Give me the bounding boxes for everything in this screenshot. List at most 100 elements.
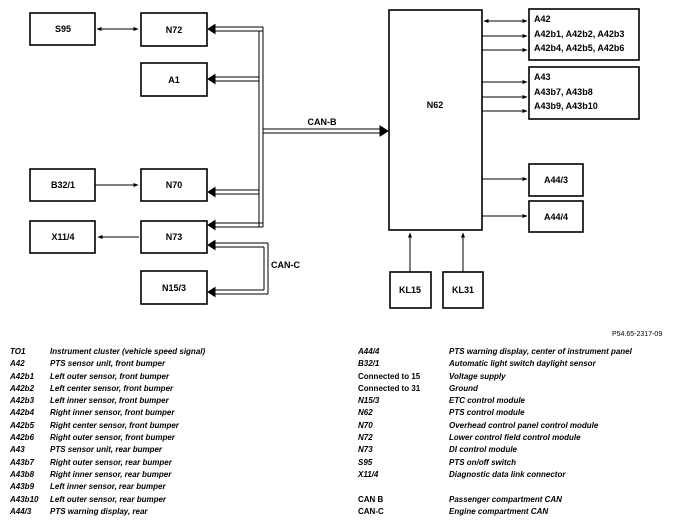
legend-description: Right inner sensor, front bumper bbox=[50, 408, 175, 418]
legend-description: Right inner sensor, rear bumper bbox=[50, 469, 172, 479]
legend-code: A42b4 bbox=[10, 408, 35, 418]
svg-text:A44/3: A44/3 bbox=[544, 175, 568, 185]
svg-text:S95: S95 bbox=[55, 24, 71, 34]
legend-row: N73 DI control module bbox=[358, 444, 632, 456]
svg-text:A43: A43 bbox=[534, 72, 551, 82]
legend-code: A42b5 bbox=[10, 420, 35, 430]
svg-text:N62: N62 bbox=[427, 100, 444, 110]
legend-description: Passenger compartment CAN bbox=[449, 494, 562, 504]
can-b-bus bbox=[207, 23, 389, 231]
legend-code: A42b6 bbox=[10, 433, 35, 443]
legend-code: A42b1 bbox=[10, 371, 35, 381]
legend-code: A43b7 bbox=[10, 457, 35, 467]
wiring-diagram: S95 N72 A1 B32/1 N70 X11/4 N73 N15/3 N62… bbox=[29, 8, 640, 309]
box-a44-4: A44/4 bbox=[528, 200, 584, 233]
svg-text:A44/4: A44/4 bbox=[544, 212, 568, 222]
svg-text:N72: N72 bbox=[166, 25, 183, 35]
legend-description: PTS control module bbox=[449, 408, 525, 418]
legend-row: A42b5 Right center sensor, front bumper bbox=[10, 420, 205, 432]
legend-row: A42b4 Right inner sensor, front bumper bbox=[10, 407, 205, 419]
legend-description: PTS sensor unit, front bumper bbox=[50, 359, 166, 369]
legend-description: Left center sensor, front bumper bbox=[50, 383, 174, 393]
legend-row: A42b6 Right outer sensor, front bumper bbox=[10, 432, 205, 444]
legend-description: PTS warning display, center of instrumen… bbox=[449, 347, 632, 356]
legend-code: A42b2 bbox=[10, 383, 35, 393]
legend-description: PTS sensor unit, rear bumper bbox=[50, 445, 163, 455]
legend-code: A44/4 bbox=[358, 347, 380, 356]
legend-code: A43b10 bbox=[10, 494, 39, 504]
legend-row: B32/1 Automatic light switch daylight sen… bbox=[358, 358, 632, 370]
legend-row: A43b9 Left inner sensor, rear bumper bbox=[10, 481, 205, 493]
can-c-label: CAN-C bbox=[271, 260, 300, 270]
legend-description: Left outer sensor, front bumper bbox=[50, 371, 170, 381]
legend-description: Right outer sensor, rear bumper bbox=[50, 457, 172, 467]
svg-text:N15/3: N15/3 bbox=[162, 283, 186, 293]
box-x11-4: X11/4 bbox=[29, 220, 96, 254]
svg-text:A42b4, A42b5, A42b6: A42b4, A42b5, A42b6 bbox=[534, 43, 624, 53]
legend-description: Overhead control panel control module bbox=[449, 420, 599, 430]
legend-description: Left inner sensor, front bumper bbox=[50, 396, 169, 406]
svg-text:KL31: KL31 bbox=[452, 285, 474, 295]
svg-text:A43b9, A43b10: A43b9, A43b10 bbox=[534, 101, 598, 111]
legend-description: DI control module bbox=[449, 445, 517, 455]
legend-code: S95 bbox=[358, 457, 373, 467]
box-a43: A43 A43b7, A43b8 A43b9, A43b10 bbox=[528, 66, 640, 120]
legend-description: Lower control field control module bbox=[449, 433, 581, 443]
can-c-bus bbox=[207, 239, 269, 298]
svg-text:KL15: KL15 bbox=[399, 285, 421, 295]
legend-code: B32/1 bbox=[358, 359, 380, 369]
legend-code: A42 bbox=[10, 359, 25, 369]
legend-code: N72 bbox=[358, 433, 373, 443]
svg-text:A43b7, A43b8: A43b7, A43b8 bbox=[534, 87, 593, 97]
legend-row: A42 PTS sensor unit, front bumper bbox=[10, 358, 205, 370]
legend-row: N72 Lower control field control module bbox=[358, 432, 632, 444]
box-a42: A42 A42b1, A42b2, A42b3 A42b4, A42b5, A4… bbox=[528, 8, 640, 61]
figure-reference: P54.65-2317-09 bbox=[612, 331, 663, 338]
legend-description: Left outer sensor, rear bumper bbox=[50, 494, 167, 504]
box-s95: S95 bbox=[29, 12, 96, 46]
legend-description: Right outer sensor, front bumper bbox=[50, 433, 175, 443]
legend-row: A43b10 Left outer sensor, rear bumper bbox=[10, 494, 205, 506]
legend-row: A42b1 Left outer sensor, front bumper bbox=[10, 371, 205, 383]
legend-code: A43b8 bbox=[10, 469, 35, 479]
legend-code: N73 bbox=[358, 445, 373, 455]
legend-description: Right center sensor, front bumper bbox=[50, 420, 179, 430]
legend-code: Connected to 31 bbox=[358, 383, 421, 393]
legend-row: N70 Overhead control panel control module bbox=[358, 420, 632, 432]
legend-description: Left inner sensor, rear bumper bbox=[50, 482, 166, 492]
legend-row: A42b2 Left center sensor, front bumper bbox=[10, 383, 205, 395]
legend-description: Automatic light switch daylight sensor bbox=[449, 359, 596, 369]
legend-code: N70 bbox=[358, 420, 373, 430]
box-n62: N62 bbox=[388, 9, 483, 231]
box-b32-1: B32/1 bbox=[29, 168, 96, 202]
can-b-label: CAN-B bbox=[308, 117, 337, 127]
box-a44-3: A44/3 bbox=[528, 163, 584, 197]
box-n15-3: N15/3 bbox=[140, 270, 208, 305]
box-a1: A1 bbox=[140, 62, 208, 97]
box-kl15: KL15 bbox=[389, 271, 432, 309]
legend-description: ETC control module bbox=[449, 396, 525, 406]
legend-spacer bbox=[358, 481, 632, 493]
legend-description: Engine compartment CAN bbox=[449, 506, 549, 516]
legend-description: PTS warning display, rear bbox=[50, 506, 148, 516]
box-n72: N72 bbox=[140, 12, 208, 47]
legend-code: A43b9 bbox=[10, 482, 35, 492]
legend-code: TO1 bbox=[10, 347, 26, 356]
box-n73: N73 bbox=[140, 220, 208, 254]
svg-text:B32/1: B32/1 bbox=[51, 180, 75, 190]
svg-text:N73: N73 bbox=[166, 232, 183, 242]
legend-code: N62 bbox=[358, 408, 373, 418]
legend-description: Voltage supply bbox=[449, 371, 506, 381]
svg-text:A1: A1 bbox=[168, 75, 180, 85]
legend-row: N62 PTS control module bbox=[358, 407, 632, 419]
legend-right: A44/4 PTS warning display, center of inst… bbox=[358, 346, 632, 518]
legend-row: A43b8 Right inner sensor, rear bumper bbox=[10, 469, 205, 481]
